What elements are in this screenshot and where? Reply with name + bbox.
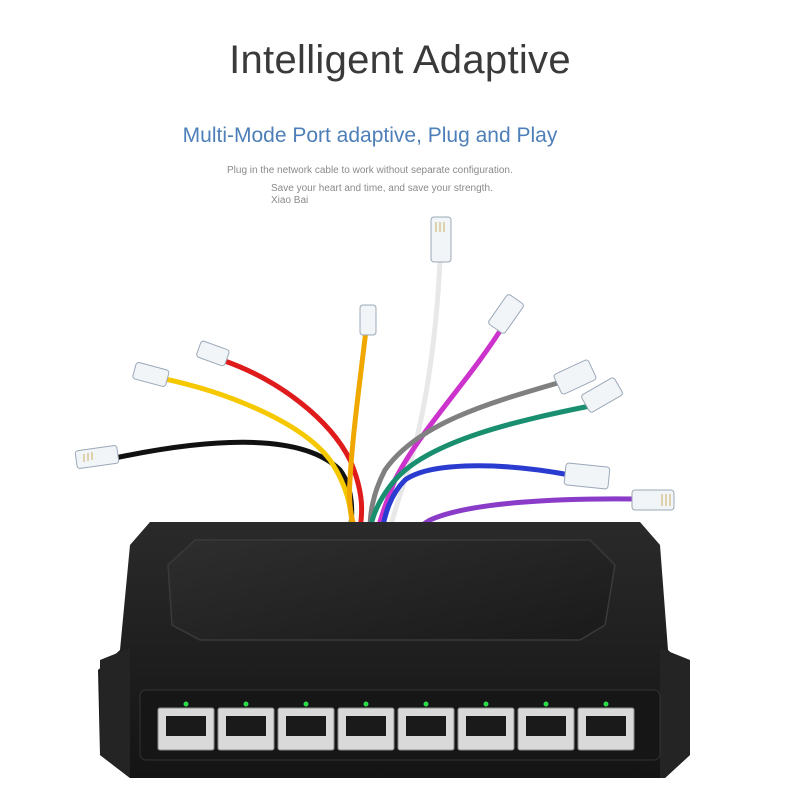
cable-orange — [347, 327, 369, 533]
led-8 — [603, 701, 609, 707]
connector-teal — [581, 377, 623, 413]
connector-gray — [553, 359, 597, 395]
rj45-connectors — [74, 216, 675, 511]
cable-magenta — [375, 320, 508, 533]
led-6 — [483, 701, 489, 707]
cable-red — [219, 357, 365, 533]
cable-teal — [367, 402, 598, 533]
description-line-3: Xiao Bai — [271, 195, 309, 206]
description-line-1: Plug in the network cable to work withou… — [227, 165, 513, 176]
status-leds — [183, 701, 609, 707]
connector-blue — [563, 462, 611, 490]
connector-magenta — [488, 294, 524, 334]
cable-yellow — [157, 375, 355, 533]
connector-orange — [359, 304, 377, 336]
cable-blue — [379, 463, 573, 533]
led-5 — [423, 701, 429, 707]
page-subtitle: Multi-Mode Port adaptive, Plug and Play — [182, 124, 558, 147]
led-2 — [243, 701, 249, 707]
led-3 — [303, 701, 309, 707]
cable-black — [112, 439, 355, 533]
connector-yellow — [132, 362, 170, 387]
cable-gray — [367, 377, 571, 533]
connector-white — [430, 216, 452, 263]
connector-red — [196, 340, 230, 367]
connector-black — [74, 445, 120, 469]
page-title: Intelligent Adaptive — [229, 38, 571, 82]
description-line-2: Save your heart and time, and save your … — [271, 183, 493, 194]
led-1 — [183, 701, 189, 707]
cables — [112, 259, 641, 535]
led-7 — [543, 701, 549, 707]
led-4 — [363, 701, 369, 707]
connector-purple — [631, 489, 675, 511]
